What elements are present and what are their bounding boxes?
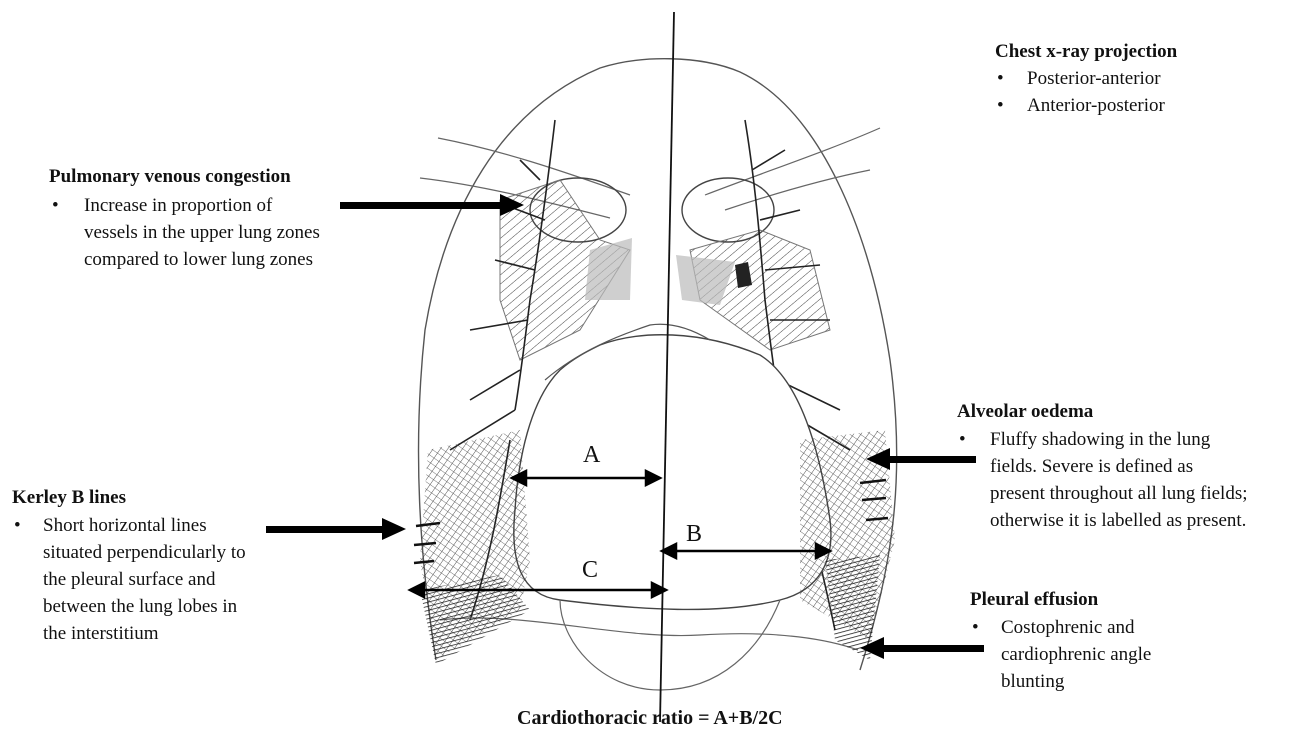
kerley-line-2: situated perpendicularly to [43,539,246,566]
alveolar-bullet: • [959,426,966,453]
alveolar-line-1: Fluffy shadowing in the lung [990,426,1210,453]
label-b: B [686,522,702,546]
alveolar-line-2: fields. Severe is defined as [990,453,1193,480]
heart-silhouette [514,335,831,610]
pulmonary-line-2: vessels in the upper lung zones [84,219,320,246]
label-a: A [583,443,600,467]
pleural-bullet: • [972,614,979,641]
callout-pulmonary-arrow [340,194,524,216]
label-c: C [582,558,598,582]
pulmonary-title: Pulmonary venous congestion [49,163,291,190]
projection-bullet-2: • [997,92,1004,119]
pleural-line-1: Costophrenic and [1001,614,1135,641]
kerley-line-3: the pleural surface and [43,566,216,593]
pulmonary-line-1: Increase in proportion of [84,192,272,219]
callout-pleural-arrow [860,637,984,659]
alveolar-line-4: otherwise it is labelled as present. [990,507,1246,534]
kerley-bullet: • [14,512,21,539]
lower-heart-contour [560,600,780,690]
pleural-line-3: blunting [1001,668,1064,695]
cardiothoracic-ratio-caption: Cardiothoracic ratio = A+B/2C [517,707,783,730]
kerley-line-5: the interstitium [43,620,159,647]
projection-title: Chest x-ray projection [995,38,1177,65]
clavicle-left [438,138,630,195]
projection-item-2: Anterior-posterior [1027,92,1165,119]
projection-item-1: Posterior-anterior [1027,65,1161,92]
pleural-line-2: cardiophrenic angle [1001,641,1151,668]
pulmonary-bullet: • [52,192,59,219]
kerley-line-4: between the lung lobes in [43,593,237,620]
kerley-title: Kerley B lines [12,484,126,511]
clavicle-right [705,128,880,195]
alveolar-title: Alveolar oedema [957,398,1093,425]
projection-bullet-1: • [997,65,1004,92]
pleural-title: Pleural effusion [970,586,1098,613]
kerley-line-1: Short horizontal lines [43,512,207,539]
alveolar-line-3: present throughout all lung fields; [990,480,1248,507]
callout-kerley-arrow [266,518,406,540]
pulmonary-line-3: compared to lower lung zones [84,246,313,273]
